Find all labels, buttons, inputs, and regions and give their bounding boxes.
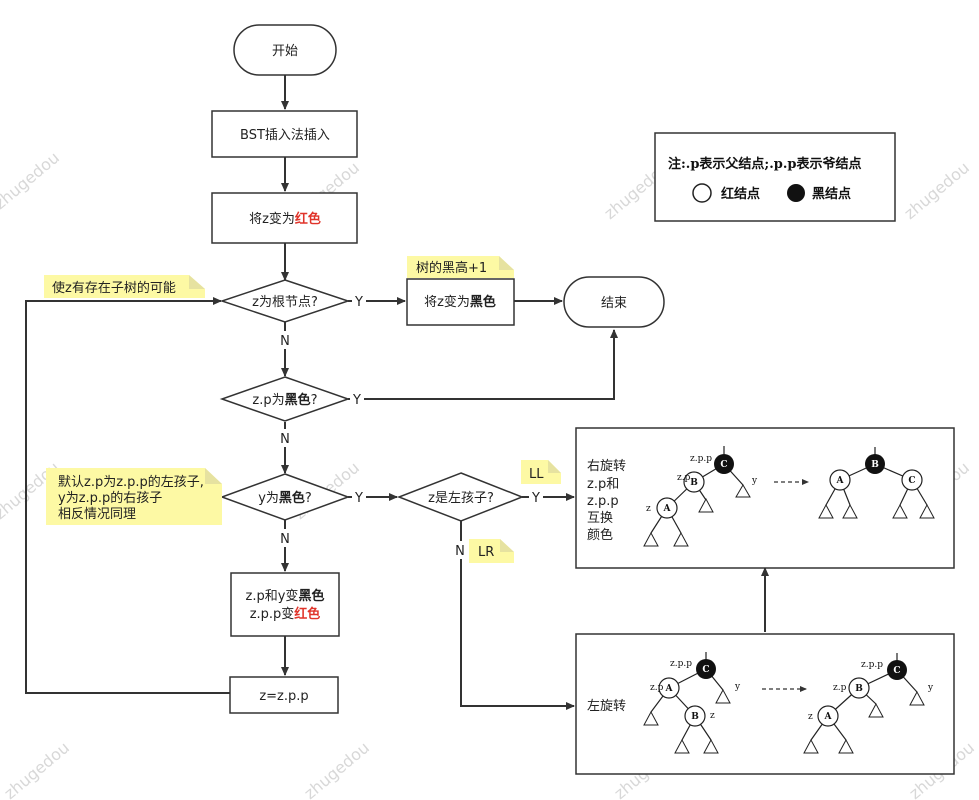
svg-text:结束: 结束 bbox=[601, 296, 627, 311]
yes-label-parent: Y bbox=[352, 393, 361, 408]
svg-text:A: A bbox=[665, 684, 674, 694]
bst-insert-step: BST插入法插入 bbox=[211, 110, 358, 158]
recolor-step: z.p和y变黑色 z.p.p变红色 bbox=[230, 572, 340, 637]
svg-text:z: z bbox=[808, 712, 813, 722]
svg-text:A: A bbox=[824, 712, 833, 722]
svg-text:y为z.p.p的右孩子: y为z.p.p的右孩子 bbox=[58, 490, 162, 506]
svg-text:zhugedou: zhugedou bbox=[0, 148, 63, 213]
uncle-black-decision: y为黑色? bbox=[219, 473, 351, 521]
right-rotate-panel: 右旋转 z.p和 z.p.p 互换 颜色 C B A z.p.p z.p z y bbox=[575, 427, 955, 569]
svg-text:y: y bbox=[927, 683, 934, 693]
svg-text:C: C bbox=[893, 666, 900, 676]
note-assumption: 默认z.p为z.p.p的左孩子, y为z.p.p的右孩子 相反情况同理 bbox=[46, 468, 222, 525]
no-label-parent: N bbox=[280, 432, 290, 447]
svg-text:z.p.p: z.p.p bbox=[670, 659, 692, 669]
svg-text:y: y bbox=[734, 682, 741, 692]
no-label-root: N bbox=[280, 334, 290, 349]
no-label-uncle: N bbox=[280, 532, 290, 547]
svg-text:zhugedou: zhugedou bbox=[900, 158, 973, 223]
svg-text:z=z.p.p: z=z.p.p bbox=[259, 689, 308, 704]
svg-text:y: y bbox=[751, 476, 758, 486]
svg-text:z.p.p变红色: z.p.p变红色 bbox=[250, 606, 321, 622]
svg-text:使z有存在子树的可能: 使z有存在子树的可能 bbox=[52, 280, 176, 296]
set-red-step: 将z变为红色 bbox=[211, 192, 358, 244]
svg-text:A: A bbox=[836, 476, 845, 486]
svg-text:BST插入法插入: BST插入法插入 bbox=[240, 128, 330, 143]
svg-text:左旋转: 左旋转 bbox=[587, 699, 626, 714]
svg-text:zhugedou: zhugedou bbox=[0, 738, 73, 800]
set-black-step: 将z变为黑色 bbox=[406, 278, 515, 326]
svg-text:互换: 互换 bbox=[587, 511, 613, 526]
note-subtree: 使z有存在子树的可能 bbox=[44, 275, 205, 298]
move-up-step: z=z.p.p bbox=[229, 676, 339, 714]
svg-text:z.p和: z.p和 bbox=[587, 477, 619, 492]
note-lr: LR bbox=[469, 539, 514, 563]
svg-text:z.p: z.p bbox=[833, 683, 847, 693]
svg-text:B: B bbox=[871, 460, 879, 470]
red-node-icon bbox=[692, 183, 712, 203]
svg-text:z.p: z.p bbox=[677, 473, 691, 483]
svg-text:B: B bbox=[690, 478, 698, 488]
svg-text:z是左孩子?: z是左孩子? bbox=[428, 491, 494, 506]
yes-label-uncle: Y bbox=[354, 491, 363, 506]
svg-text:相反情况同理: 相反情况同理 bbox=[58, 507, 136, 522]
svg-text:默认z.p为z.p.p的左孩子,: 默认z.p为z.p.p的左孩子, bbox=[58, 474, 204, 490]
svg-text:将z变为黑色: 将z变为黑色 bbox=[424, 294, 496, 310]
left-rotate-panel: 左旋转 C A B z.p.p z.p z y bbox=[575, 633, 955, 775]
legend-box: 注:.p表示父结点;.p.p表示爷结点 红结点 黑结点 bbox=[654, 132, 896, 222]
svg-text:LR: LR bbox=[478, 545, 494, 560]
no-label-left: N bbox=[455, 544, 465, 559]
svg-text:B: B bbox=[691, 712, 699, 722]
svg-text:C: C bbox=[702, 665, 709, 675]
yes-label-root: Y bbox=[354, 295, 363, 310]
svg-text:将z变为红色: 将z变为红色 bbox=[249, 211, 321, 227]
start-node: 开始 bbox=[233, 24, 337, 76]
svg-text:z.p.p: z.p.p bbox=[690, 454, 712, 464]
svg-text:开始: 开始 bbox=[272, 44, 298, 59]
parent-black-decision: z.p为黑色? bbox=[219, 376, 351, 422]
left-child-decision: z是左孩子? bbox=[396, 472, 525, 522]
branch-labels: Y N Y N Y N Y N bbox=[277, 292, 543, 559]
svg-text:右旋转: 右旋转 bbox=[587, 459, 626, 474]
svg-text:z: z bbox=[710, 711, 715, 721]
svg-text:z.p为黑色?: z.p为黑色? bbox=[252, 392, 317, 408]
svg-text:zhugedou: zhugedou bbox=[300, 738, 373, 800]
legend-red: 红结点 bbox=[721, 186, 760, 202]
svg-text:A: A bbox=[663, 504, 672, 514]
legend-black: 黑结点 bbox=[812, 186, 851, 202]
connectors bbox=[25, 75, 769, 710]
svg-text:z: z bbox=[646, 504, 651, 514]
yes-label-left: Y bbox=[531, 491, 540, 506]
svg-text:LL: LL bbox=[529, 467, 544, 482]
end-node: 结束 bbox=[563, 276, 665, 328]
svg-text:z.p.p: z.p.p bbox=[861, 660, 883, 670]
black-node-icon bbox=[787, 184, 805, 202]
svg-text:C: C bbox=[720, 460, 727, 470]
svg-text:z.p: z.p bbox=[650, 683, 664, 693]
svg-text:C: C bbox=[908, 476, 915, 486]
svg-text:z.p和y变黑色: z.p和y变黑色 bbox=[246, 588, 325, 604]
is-root-decision: z为根节点? bbox=[219, 279, 351, 323]
svg-text:颜色: 颜色 bbox=[587, 527, 613, 543]
svg-text:z.p.p: z.p.p bbox=[587, 494, 619, 509]
svg-text:树的黑高+1: 树的黑高+1 bbox=[416, 260, 487, 276]
svg-text:y为黑色?: y为黑色? bbox=[258, 490, 312, 506]
legend-note: 注:.p表示父结点;.p.p表示爷结点 bbox=[668, 156, 861, 172]
svg-text:B: B bbox=[855, 684, 863, 694]
svg-text:z为根节点?: z为根节点? bbox=[252, 295, 318, 310]
note-ll: LL bbox=[521, 460, 561, 484]
note-black-height: 树的黑高+1 bbox=[407, 256, 514, 278]
